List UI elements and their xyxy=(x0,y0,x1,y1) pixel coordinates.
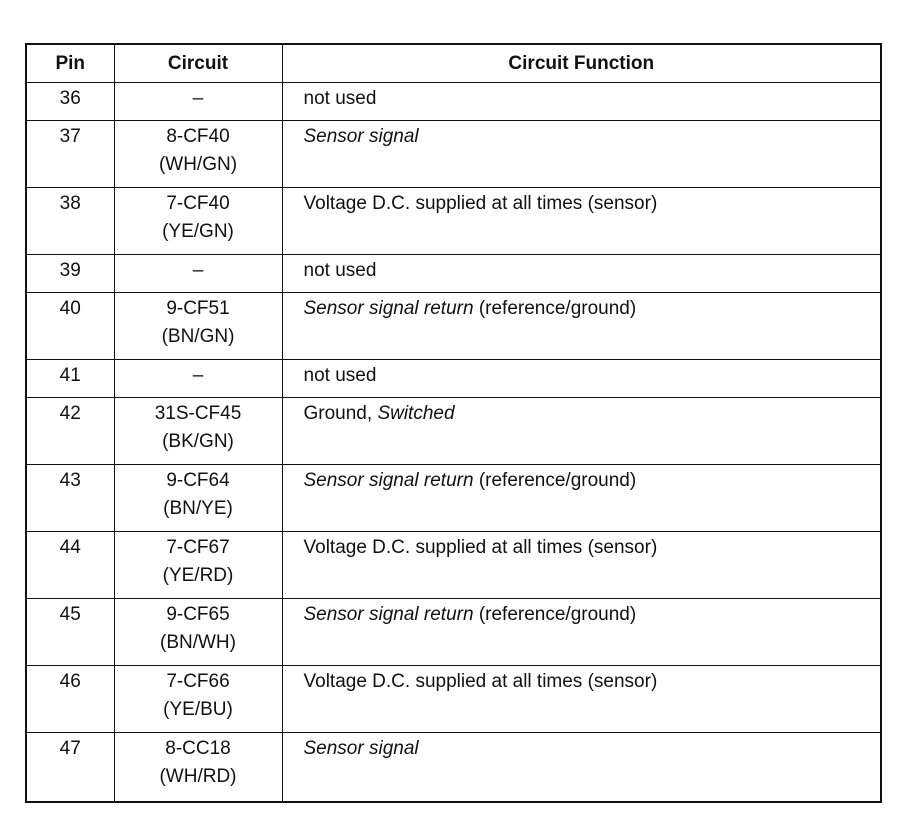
table-row: 37 8-CF40 (WH/GN) Sensor signal xyxy=(25,120,882,188)
circuit-cell: – xyxy=(113,82,283,121)
pin-cell: 38 xyxy=(25,187,115,255)
circuit-code: 9-CF51 xyxy=(166,298,230,319)
table-row: 43 9-CF64 (BN/YE) Sensor signal return (ref… xyxy=(25,464,882,532)
table-row: 44 7-CF67 (YE/RD) Voltage D.C. supplied at … xyxy=(25,531,882,599)
function-cell: Voltage D.C. supplied at all times (sens… xyxy=(281,665,882,733)
wire-color: (BN/GN) xyxy=(161,326,235,347)
header-circuit-function: Circuit Function xyxy=(281,43,882,83)
circuit-code: 9-CF65 xyxy=(166,604,230,625)
pin-cell: 37 xyxy=(25,120,115,188)
circuit-code: 7-CF66 xyxy=(166,671,230,692)
function-cell: not used xyxy=(281,254,882,293)
function-text: not used xyxy=(303,260,377,281)
circuit-code: 31S-CF45 xyxy=(154,403,242,424)
header-pin: Pin xyxy=(25,43,115,83)
circuit-code: 8-CC18 xyxy=(165,738,231,759)
table-row: 47 8-CC18 (WH/RD) Sensor signal xyxy=(25,732,882,803)
function-cell: not used xyxy=(281,82,882,121)
pin-cell: 46 xyxy=(25,665,115,733)
function-cell: Sensor signal return (reference/ground) xyxy=(281,598,882,666)
wire-color: (BN/WH) xyxy=(160,632,236,653)
pin-cell: 47 xyxy=(25,732,115,803)
circuit-cell: 7-CF40 (YE/GN) xyxy=(113,187,283,255)
header-circuit: Circuit xyxy=(113,43,283,83)
circuit-cell: 8-CF40 (WH/GN) xyxy=(113,120,283,188)
pin-cell: 39 xyxy=(25,254,115,293)
pin-cell: 36 xyxy=(25,82,115,121)
circuit-cell: 8-CC18 (WH/RD) xyxy=(113,732,283,803)
pin-cell: 41 xyxy=(25,359,115,398)
wire-color: (BK/GN) xyxy=(162,431,234,452)
function-text: Voltage D.C. supplied at all times (sens… xyxy=(303,537,658,558)
pin-cell: 43 xyxy=(25,464,115,532)
table-row: 36 – not used xyxy=(25,82,882,121)
function-text: Voltage D.C. supplied at all times (sens… xyxy=(303,671,658,692)
table-row: 42 31S-CF45 (BK/GN) Ground, Switched xyxy=(25,397,882,465)
circuit-code: 7-CF67 xyxy=(166,537,230,558)
wire-color: (WH/RD) xyxy=(159,766,237,787)
function-text-italic: Switched xyxy=(377,403,455,424)
circuit-cell: 7-CF67 (YE/RD) xyxy=(113,531,283,599)
table-row: 46 7-CF66 (YE/BU) Voltage D.C. supplied at … xyxy=(25,665,882,733)
header-row: Pin Circuit Circuit Function xyxy=(25,43,882,83)
function-text: Voltage D.C. supplied at all times (sens… xyxy=(303,193,658,214)
function-cell: Voltage D.C. supplied at all times (sens… xyxy=(281,531,882,599)
circuit-cell: 9-CF64 (BN/YE) xyxy=(113,464,283,532)
wire-color: (YE/GN) xyxy=(162,221,234,242)
function-text-italic: Sensor signal return xyxy=(303,470,474,491)
table-row: 38 7-CF40 (YE/GN) Voltage D.C. supplied at … xyxy=(25,187,882,255)
function-text: Ground, xyxy=(303,403,378,424)
circuit-cell: – xyxy=(113,359,283,398)
function-text-italic: Sensor signal xyxy=(303,126,419,147)
circuit-cell: 9-CF65 (BN/WH) xyxy=(113,598,283,666)
function-cell: Ground, Switched xyxy=(281,397,882,465)
table-row: 39 – not used xyxy=(25,254,882,293)
circuit-cell: – xyxy=(113,254,283,293)
function-text-rest: (reference/ground) xyxy=(473,470,637,491)
function-cell: Sensor signal xyxy=(281,120,882,188)
function-text-rest: (reference/ground) xyxy=(473,298,637,319)
function-cell: Sensor signal return (reference/ground) xyxy=(281,292,882,360)
circuit-code: 9-CF64 xyxy=(166,470,230,491)
circuit-code: – xyxy=(192,365,204,386)
table-row: 41 – not used xyxy=(25,359,882,398)
circuit-code: 7-CF40 xyxy=(166,193,230,214)
wire-color: (YE/BU) xyxy=(163,699,233,720)
circuit-code: 8-CF40 xyxy=(166,126,230,147)
function-cell: Voltage D.C. supplied at all times (sens… xyxy=(281,187,882,255)
function-text: not used xyxy=(303,88,377,109)
circuit-code: – xyxy=(192,260,204,281)
pin-cell: 44 xyxy=(25,531,115,599)
wire-color: (YE/RD) xyxy=(162,565,234,586)
function-text-italic: Sensor signal return xyxy=(303,604,474,625)
function-text-rest: (reference/ground) xyxy=(473,604,637,625)
wire-color: (WH/GN) xyxy=(158,154,238,175)
circuit-cell: 7-CF66 (YE/BU) xyxy=(113,665,283,733)
pin-cell: 42 xyxy=(25,397,115,465)
function-cell: Sensor signal return (reference/ground) xyxy=(281,464,882,532)
function-cell: Sensor signal xyxy=(281,732,882,803)
pin-cell: 45 xyxy=(25,598,115,666)
function-text: not used xyxy=(303,365,377,386)
function-text-italic: Sensor signal xyxy=(303,738,419,759)
circuit-cell: 31S-CF45 (BK/GN) xyxy=(113,397,283,465)
function-text-italic: Sensor signal return xyxy=(303,298,474,319)
wire-color: (BN/YE) xyxy=(163,498,233,519)
pin-cell: 40 xyxy=(25,292,115,360)
pin-function-table: Pin Circuit Circuit Function 36 – not used… xyxy=(25,43,882,803)
circuit-code: – xyxy=(192,88,204,109)
circuit-cell: 9-CF51 (BN/GN) xyxy=(113,292,283,360)
function-cell: not used xyxy=(281,359,882,398)
table-row: 40 9-CF51 (BN/GN) Sensor signal return (ref… xyxy=(25,292,882,360)
table-row: 45 9-CF65 (BN/WH) Sensor signal return (ref… xyxy=(25,598,882,666)
